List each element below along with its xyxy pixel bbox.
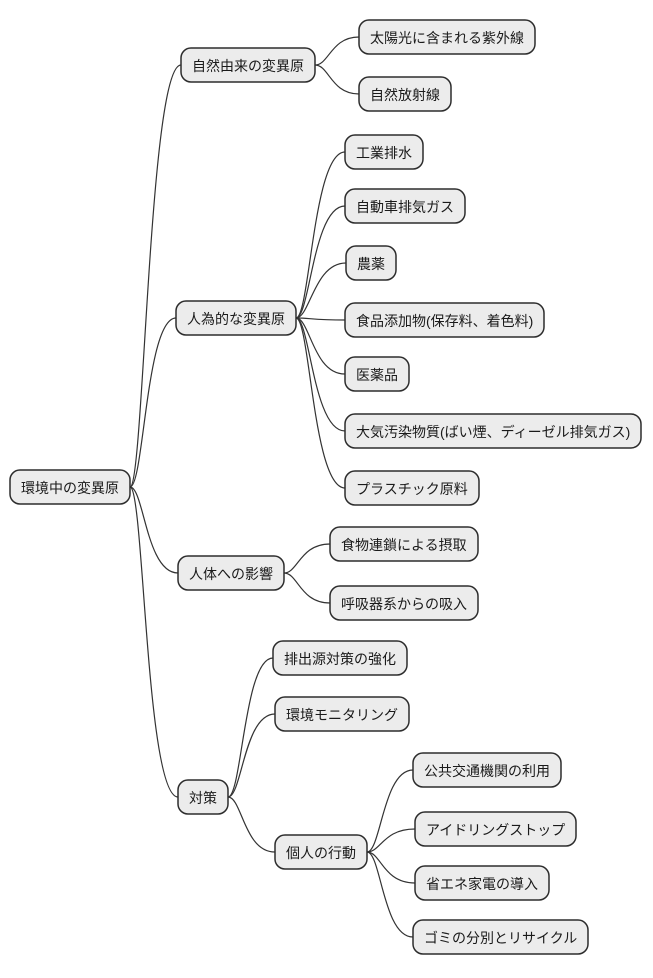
node-label: 医薬品: [356, 367, 398, 383]
node-label: 対策: [189, 790, 217, 806]
mindmap-node-personal-actions: 個人の行動: [274, 834, 368, 870]
mindmap-node-root: 環境中の変異原: [9, 469, 131, 505]
node-label: ゴミの分別とリサイクル: [424, 930, 577, 946]
edge-anthropogenic-pharmaceuticals: [295, 317, 346, 375]
edge-natural-radiation: [314, 64, 360, 95]
edge-anthropogenic-industrial-wastewater: [295, 151, 346, 319]
edge-human-impact-respiratory-inhalation: [283, 572, 331, 604]
node-label: 農薬: [357, 256, 385, 272]
node-box: [274, 696, 410, 732]
mindmap-node-radiation: 自然放射線: [358, 76, 452, 112]
mindmap-node-idling-stop: アイドリングストップ: [414, 811, 577, 847]
node-box: [414, 865, 550, 901]
node-box: [9, 469, 131, 505]
node-box: [344, 188, 466, 224]
edge-countermeasures-emission-source-control: [227, 657, 274, 798]
mindmap-node-respiratory-inhalation: 呼吸器系からの吸入: [329, 585, 479, 621]
node-label: 環境モニタリング: [286, 707, 398, 723]
node-label: 工業排水: [356, 145, 412, 161]
edge-root-human-impact: [129, 486, 179, 574]
node-label: アイドリングストップ: [426, 822, 565, 838]
node-label: 大気汚染物質(ばい煙、ディーゼル排気ガス): [356, 424, 630, 440]
node-label: 太陽光に含まれる紫外線: [370, 30, 524, 46]
node-box: [344, 302, 545, 338]
mindmap-node-pharmaceuticals: 医薬品: [344, 356, 410, 392]
node-label: 呼吸器系からの吸入: [341, 596, 467, 612]
mindmap-node-human-impact: 人体への影響: [177, 555, 285, 591]
node-box: [344, 470, 480, 506]
node-box: [329, 585, 479, 621]
mindmap-node-plastic-raw-materials: プラスチック原料: [344, 470, 480, 506]
mindmap-node-industrial-wastewater: 工業排水: [344, 134, 424, 170]
edge-human-impact-food-chain-intake: [283, 543, 331, 574]
mindmap-node-air-pollutants: 大気汚染物質(ばい煙、ディーゼル排気ガス): [344, 413, 642, 449]
node-box: [358, 19, 536, 55]
node-box: [177, 779, 229, 815]
mindmap-node-food-additives: 食品添加物(保存料、着色料): [344, 302, 545, 338]
edge-personal-actions-waste-sorting-recycling: [366, 851, 414, 938]
node-box: [412, 752, 562, 788]
node-box: [175, 300, 297, 336]
node-label: 自然放射線: [370, 87, 440, 103]
node-label: プラスチック原料: [356, 481, 468, 497]
edge-natural-uv: [314, 36, 360, 66]
mindmap-node-emission-source-control: 排出源対策の強化: [272, 640, 408, 676]
mindmap-node-countermeasures: 対策: [177, 779, 229, 815]
mindmap-node-public-transport: 公共交通機関の利用: [412, 752, 562, 788]
edge-anthropogenic-car-exhaust: [295, 205, 346, 319]
edge-root-natural: [129, 64, 182, 488]
node-box: [272, 640, 408, 676]
edge-anthropogenic-plastic-raw-materials: [295, 317, 346, 489]
edge-personal-actions-idling-stop: [366, 828, 416, 853]
edges-layer: [129, 36, 416, 938]
node-box: [180, 47, 316, 83]
node-box: [344, 356, 410, 392]
mindmap-node-natural: 自然由来の変異原: [180, 47, 316, 83]
mindmap-node-environmental-monitoring: 環境モニタリング: [274, 696, 410, 732]
node-label: 食物連鎖による摂取: [341, 537, 467, 553]
edge-countermeasures-environmental-monitoring: [227, 713, 276, 798]
node-label: 人為的な変異原: [187, 311, 285, 327]
node-box: [274, 834, 368, 870]
mindmap-node-energy-saving-appliances: 省エネ家電の導入: [414, 865, 550, 901]
node-box: [344, 413, 642, 449]
edge-personal-actions-public-transport: [366, 769, 414, 853]
node-label: 食品添加物(保存料、着色料): [356, 313, 533, 329]
edge-countermeasures-personal-actions: [227, 796, 276, 853]
node-box: [412, 919, 589, 955]
mindmap-node-pesticides: 農薬: [345, 245, 397, 281]
edge-anthropogenic-pesticides: [295, 262, 347, 319]
node-label: 公共交通機関の利用: [424, 763, 550, 779]
node-box: [177, 555, 285, 591]
node-label: 自然由来の変異原: [192, 58, 304, 74]
mindmap-node-anthropogenic: 人為的な変異原: [175, 300, 297, 336]
node-box: [345, 245, 397, 281]
node-box: [344, 134, 424, 170]
mindmap-node-uv: 太陽光に含まれる紫外線: [358, 19, 536, 55]
mindmap-node-waste-sorting-recycling: ゴミの分別とリサイクル: [412, 919, 589, 955]
edge-anthropogenic-air-pollutants: [295, 317, 346, 432]
mindmap-node-car-exhaust: 自動車排気ガス: [344, 188, 466, 224]
node-box: [329, 526, 479, 562]
node-label: 自動車排気ガス: [356, 199, 454, 215]
edge-root-anthropogenic: [129, 317, 177, 488]
edge-personal-actions-energy-saving-appliances: [366, 851, 416, 884]
node-box: [414, 811, 577, 847]
node-label: 人体への影響: [189, 566, 273, 582]
node-label: 排出源対策の強化: [284, 651, 396, 667]
edge-root-countermeasures: [129, 486, 179, 798]
node-label: 個人の行動: [286, 845, 356, 861]
edge-anthropogenic-food-additives: [295, 317, 346, 321]
mindmap-node-food-chain-intake: 食物連鎖による摂取: [329, 526, 479, 562]
node-box: [358, 76, 452, 112]
node-label: 省エネ家電の導入: [426, 876, 538, 892]
node-label: 環境中の変異原: [21, 480, 119, 496]
